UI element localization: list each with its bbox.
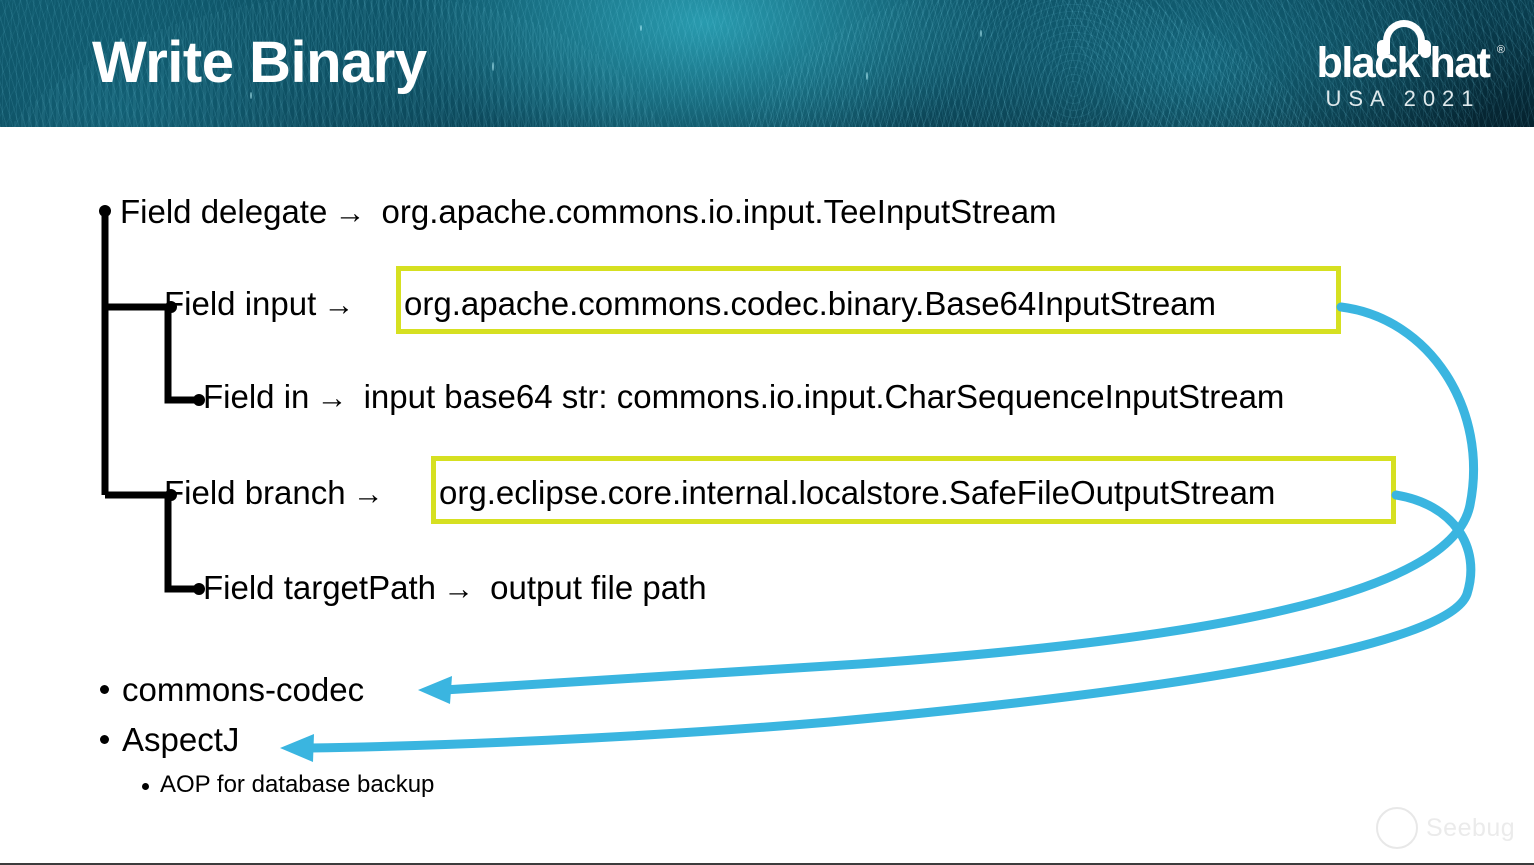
bullet-item-aspectj: AspectJ [122,721,240,758]
headphone-icon [1383,20,1425,54]
tree-root-row: Field delegate→ org.apache.commons.io.in… [120,195,1057,228]
headphone-earcup-right-icon [1420,40,1431,58]
arrow-icon: → [323,287,355,322]
banner-mesh-pattern [0,0,1534,127]
banner-speck [250,92,252,99]
seebug-label: Seebug [1426,814,1516,842]
banner-speck [492,62,494,71]
tree-child-0-label: Field input [164,285,317,322]
tree-child-0-child-value: input base64 str: commons.io.input.CharS… [363,378,1285,415]
arrow-icon: → [352,476,384,511]
tree-child-0-child-row: Field in→ input base64 str: commons.io.i… [203,380,1284,413]
slide-body: Field delegate→ org.apache.commons.io.in… [0,127,1534,863]
tree-child-0-row: Field input→ [164,287,361,320]
blackhat-logo: black hat ® USA 2021 [1297,20,1509,112]
registered-mark: ® [1496,44,1505,56]
bullet-icon [100,735,109,744]
tree-child-1-child-label: Field targetPath [203,569,436,606]
tree-child-0-value: org.apache.commons.codec.binary.Base64In… [404,285,1217,322]
banner-speck [866,72,868,80]
bullet-icon [142,783,149,790]
bullet-item-commons-codec: commons-codec [122,671,365,708]
blackhat-edition: USA 2021 [1325,86,1481,111]
tree-child-1-value: org.eclipse.core.internal.localstore.Saf… [439,474,1276,511]
banner-speck [980,30,982,37]
arrow-icon: → [316,380,348,415]
arrow-icon: → [334,195,366,230]
seebug-logo-icon [1376,807,1418,849]
blackhat-wordmark: black hat [1316,39,1491,87]
tree-child-0-child-label: Field in [203,378,310,415]
tree-root-value: org.apache.commons.io.input.TeeInputStre… [381,193,1057,230]
tree-child-1-child-value: output file path [490,569,707,606]
slide-header-banner: Write Binary black hat ® USA 2021 [0,0,1534,127]
bullet-icon [100,685,109,694]
tree-child-1-label: Field branch [164,474,346,511]
banner-speck [640,25,642,31]
page-title: Write Binary [92,30,427,95]
seebug-watermark: Seebug [1376,805,1516,853]
bullet-item-aop-database-backup: AOP for database backup [160,771,435,798]
tree-root-label: Field delegate [120,193,328,230]
arrow-icon: → [442,571,474,606]
banner-speck [120,38,122,46]
tree-child-1-child-row: Field targetPath→ output file path [203,571,707,604]
headphone-earcup-left-icon [1377,40,1388,58]
tree-child-1-row: Field branch→ [164,476,391,509]
